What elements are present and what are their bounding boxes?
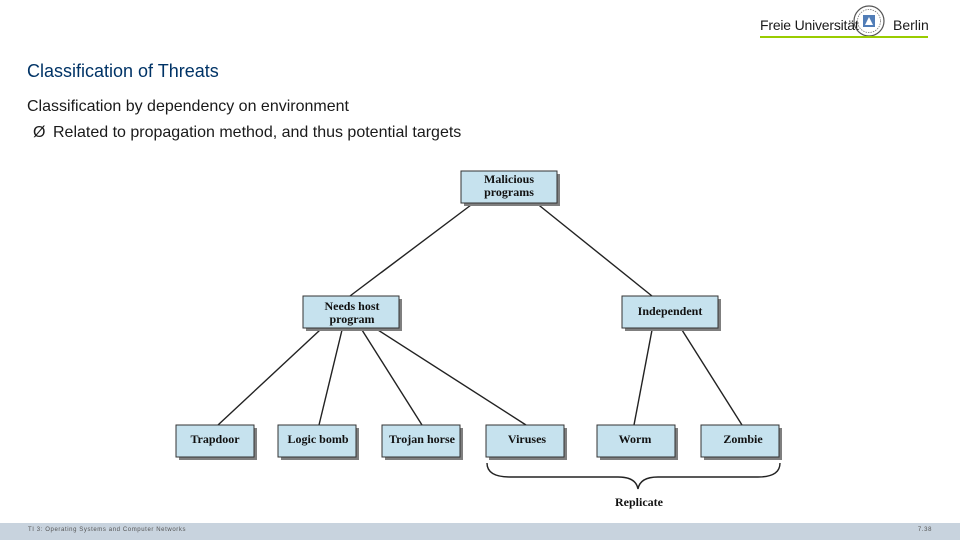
- node-label-line1: Malicious: [484, 172, 534, 186]
- edge-root-independent: [534, 201, 653, 297]
- bullet-item: Ø Related to propagation method, and thus…: [33, 124, 461, 142]
- node-label: Zombie: [723, 432, 763, 446]
- node-needs-host-program: Needs host program: [302, 295, 402, 331]
- edge-needshost-trapdoor: [217, 329, 321, 426]
- edge-root-needshost: [349, 201, 476, 297]
- node-label: Worm: [619, 432, 652, 446]
- university-logo: Freie Universität Berlin: [760, 4, 929, 40]
- footer-course-title: TI 3: Operating Systems and Computer Net…: [28, 527, 187, 533]
- edge-needshost-logicbomb: [318, 329, 343, 426]
- edge-needshost-trojanhorse: [361, 329, 423, 426]
- node-trojan-horse: Trojan horse: [381, 424, 463, 460]
- bullet-arrow-icon: Ø: [33, 124, 46, 141]
- logo-text-left: Freie Universität: [760, 17, 859, 33]
- slide-title: Classification of Threats: [27, 61, 219, 81]
- logo-underline: [760, 36, 928, 38]
- node-viruses: Viruses: [485, 424, 567, 460]
- edge-independent-zombie: [681, 329, 743, 426]
- footer-bar: TI 3: Operating Systems and Computer Net…: [0, 523, 960, 540]
- node-trapdoor: Trapdoor: [175, 424, 257, 460]
- node-malicious-programs: Malicious programs: [460, 170, 560, 206]
- node-logic-bomb: Logic bomb: [277, 424, 359, 460]
- node-label: Logic bomb: [287, 432, 348, 446]
- footer-page-number: 7.38: [917, 527, 932, 533]
- node-label-line2: program: [329, 312, 374, 326]
- node-label-line1: Needs host: [324, 299, 379, 313]
- node-worm: Worm: [596, 424, 678, 460]
- university-seal-icon: [853, 5, 885, 37]
- node-independent: Independent: [621, 295, 721, 331]
- replicate-brace: [486, 462, 781, 490]
- edge-needshost-viruses: [377, 329, 527, 426]
- node-label: Viruses: [508, 432, 547, 446]
- node-label: Independent: [638, 304, 703, 318]
- edge-independent-worm: [633, 329, 653, 426]
- logo-text-right: Berlin: [893, 17, 929, 33]
- node-label-line2: programs: [484, 185, 534, 199]
- node-zombie: Zombie: [700, 424, 782, 460]
- replicate-label: Replicate: [615, 495, 664, 509]
- bullet-text: Related to propagation method, and thus …: [53, 124, 462, 141]
- node-label: Trapdoor: [190, 432, 240, 446]
- body-text-line: Classification by dependency on environm…: [27, 98, 349, 115]
- node-label: Trojan horse: [389, 432, 456, 446]
